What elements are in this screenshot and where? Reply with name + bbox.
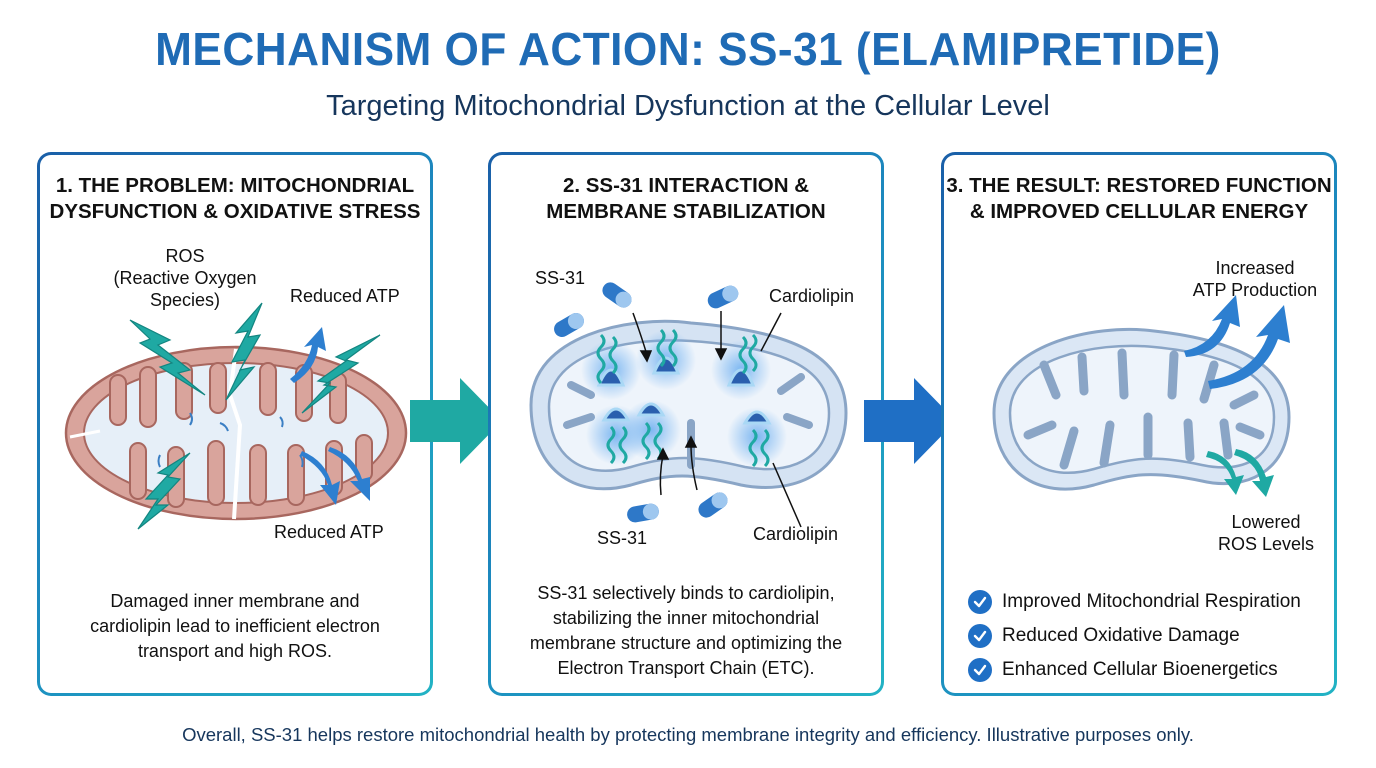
benefit-label: Enhanced Cellular Bioenergetics — [1002, 659, 1278, 680]
benefit-label: Improved Mitochondrial Respiration — [1002, 591, 1301, 612]
panel-title-line: 3. THE RESULT: RESTORED FUNCTION — [946, 174, 1332, 197]
increased-atp-label: Increased ATP Production — [1180, 257, 1330, 301]
footer-note: Overall, SS-31 helps restore mitochondri… — [182, 724, 1194, 745]
increased-atp-arrows — [1184, 295, 1290, 389]
cardiolipin-binding-sites — [581, 328, 787, 468]
panel-title-line: 1. THE PROBLEM: MITOCHONDRIAL — [55, 174, 415, 197]
cardiolipin-label-top: Cardiolipin — [769, 286, 855, 306]
ss31-label-bottom: SS-31 — [597, 528, 648, 548]
ros-lightning-bolts — [129, 302, 381, 530]
teal-flow-arrow — [410, 378, 502, 464]
panel-title-line: MEMBRANE STABILIZATION — [546, 200, 826, 223]
main-title: MECHANISM OF ACTION: SS-31 (ELAMIPRETIDE… — [155, 23, 1221, 75]
description-line: membrane structure and optimizing the — [529, 633, 843, 653]
ros-label-line: (Reactive Oxygen — [113, 268, 257, 288]
benefit-label: Reduced Oxidative Damage — [1002, 625, 1240, 646]
panel-problem: 1. THE PROBLEM: MITOCHONDRIAL DYSFUNCTIO… — [37, 152, 433, 696]
description-line: cardiolipin lead to inefficient electron — [90, 616, 380, 636]
benefits-list: Improved Mitochondrial Respiration Reduc… — [968, 585, 1301, 687]
reduced-atp-label-top: Reduced ATP — [290, 286, 400, 306]
description-line: Damaged inner membrane and — [110, 591, 360, 611]
pointer-arrows — [632, 311, 802, 528]
description-line: stabilizing the inner mitochondrial — [552, 608, 820, 628]
panel-title-line: & IMPROVED CELLULAR ENERGY — [969, 200, 1309, 223]
ros-label-line: Species) — [149, 290, 221, 310]
description-line: SS-31 selectively binds to cardiolipin, — [537, 583, 835, 603]
panel-interaction: 2. SS-31 INTERACTION & MEMBRANE STABILIZ… — [488, 152, 884, 696]
panel-title: 1. THE PROBLEM: MITOCHONDRIAL DYSFUNCTIO… — [40, 173, 430, 225]
reduced-atp-arrows — [290, 327, 370, 505]
checkmark-icon — [968, 590, 992, 614]
panel-title: 3. THE RESULT: RESTORED FUNCTION & IMPRO… — [944, 173, 1334, 225]
panel-result: 3. THE RESULT: RESTORED FUNCTION & IMPRO… — [941, 152, 1337, 696]
lowered-ros-arrows — [1206, 449, 1274, 497]
benefit-item: Improved Mitochondrial Respiration — [968, 585, 1301, 619]
ros-label-line: ROS — [165, 246, 205, 266]
damaged-mitochondrion-illustration — [64, 302, 408, 530]
panel-title: 2. SS-31 INTERACTION & MEMBRANE STABILIZ… — [491, 173, 881, 225]
subtitle: Targeting Mitochondrial Dysfunction at t… — [326, 90, 1050, 122]
checkmark-icon — [968, 624, 992, 648]
increased-atp-label-line: Increased — [1215, 258, 1295, 278]
lowered-ros-label-line: ROS Levels — [1217, 534, 1315, 554]
panel-description: SS-31 selectively binds to cardiolipin, … — [501, 581, 871, 681]
benefit-item: Enhanced Cellular Bioenergetics — [968, 653, 1301, 687]
ss31-molecules — [554, 282, 739, 523]
lowered-ros-label: Lowered ROS Levels — [1206, 511, 1326, 555]
panel-title-line: DYSFUNCTION & OXIDATIVE STRESS — [49, 200, 421, 223]
stabilized-mitochondrion-illustration — [529, 282, 848, 528]
panel-description: Damaged inner membrane and cardiolipin l… — [50, 589, 420, 664]
description-line: transport and high ROS. — [137, 641, 333, 661]
panel-title-line: 2. SS-31 INTERACTION & — [562, 174, 810, 197]
checkmark-icon — [968, 658, 992, 682]
description-line: Electron Transport Chain (ETC). — [557, 658, 815, 678]
blue-flow-arrow — [864, 378, 956, 464]
cardiolipin-label-bottom: Cardiolipin — [753, 524, 839, 544]
ss31-label-top: SS-31 — [535, 268, 586, 288]
benefit-item: Reduced Oxidative Damage — [968, 619, 1301, 653]
ros-label: ROS (Reactive Oxygen Species) — [110, 245, 260, 311]
reduced-atp-label-bottom: Reduced ATP — [274, 522, 384, 542]
increased-atp-label-line: ATP Production — [1192, 280, 1318, 300]
lowered-ros-label-line: Lowered — [1231, 512, 1301, 532]
damaged-mitochondrion — [64, 345, 408, 521]
healthy-mitochondrion-illustration — [992, 295, 1291, 497]
healthy-mitochondrion — [992, 327, 1291, 491]
